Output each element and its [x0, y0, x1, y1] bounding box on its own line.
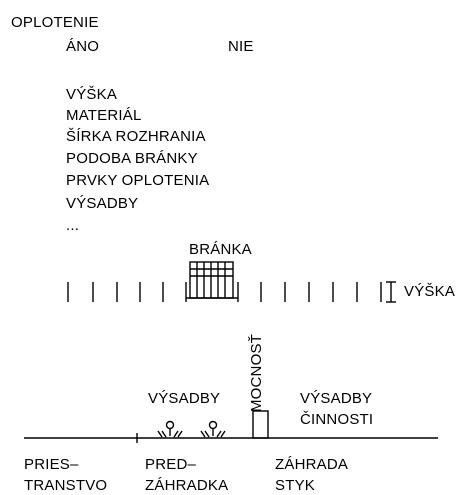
attribute-ellipsis: ... [66, 217, 80, 234]
activities-label: ČINNOSTI [300, 411, 374, 428]
zone-front-garden-line1: PRED– [145, 456, 197, 473]
planting-label-left: VÝSADBY [148, 390, 221, 407]
fence-width-label: MOCNOSŤ [248, 333, 265, 413]
planting-label-right: VÝSADBY [300, 390, 373, 407]
attribute-gate-form: PODOBA BRÁNKY [66, 150, 198, 167]
height-label: VÝŠKA [404, 283, 456, 300]
diagram-title: OPLOTENIE [11, 14, 99, 31]
planting-symbols [157, 420, 226, 438]
zone-garden-line1: ZÁHRADA [275, 456, 349, 473]
gate-symbol [186, 261, 238, 299]
option-yes: ÁNO [66, 38, 100, 55]
attribute-interface-width: ŠÍRKA ROZHRANIA [66, 128, 206, 145]
option-no: NIE [228, 38, 254, 55]
attribute-fence-elements: PRVKY OPLOTENIA [66, 172, 210, 189]
attribute-height: VÝŠKA [66, 86, 118, 103]
attribute-material: MATERIÁL [66, 107, 142, 124]
zone-garden-line2: STYK [275, 477, 315, 494]
gate-label: BRÁNKA [189, 241, 252, 258]
zone-public-line1: PRIES– [24, 456, 79, 473]
attribute-plantings: VÝSADBY [66, 195, 139, 212]
height-dimension [386, 281, 396, 303]
zone-front-garden-line2: ZÁHRADKA [145, 477, 229, 494]
fence-section [252, 410, 269, 439]
zone-public-line2: TRANSTVO [24, 477, 108, 494]
